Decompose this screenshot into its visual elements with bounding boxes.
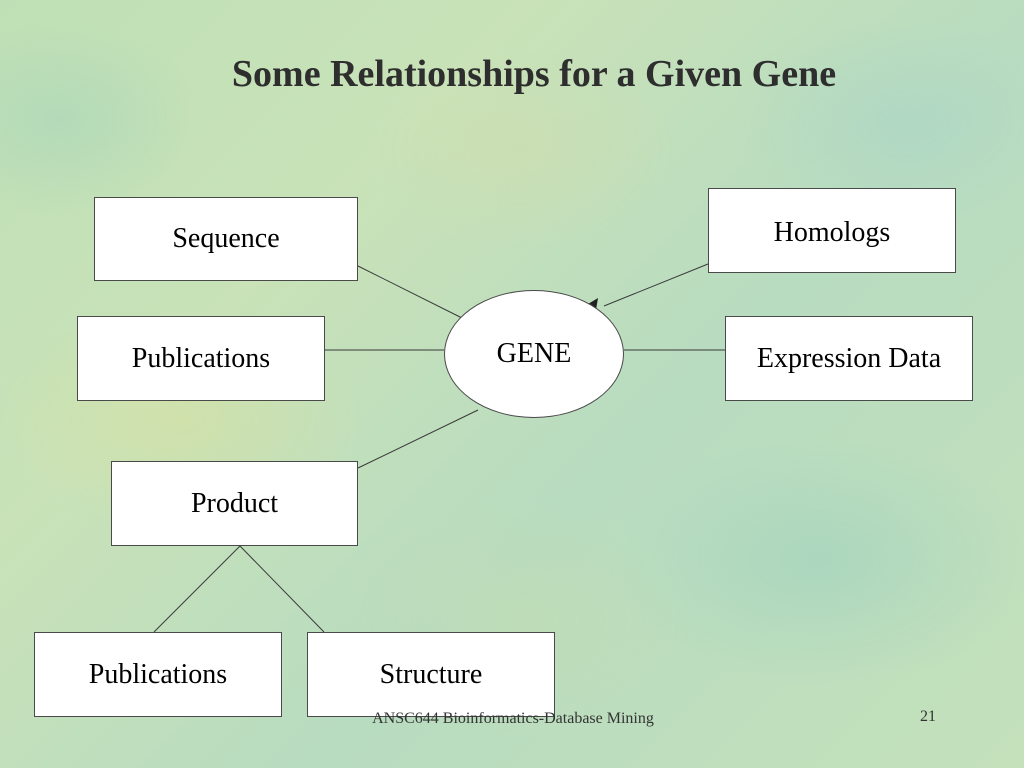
node-publications-bottom-label: Publications (88, 658, 228, 690)
node-sequence: Sequence (94, 197, 358, 281)
node-expression-data: Expression Data (725, 316, 973, 401)
edge-product-publications (153, 545, 241, 633)
edge-product-structure (239, 545, 325, 633)
edge-sequence-gene (357, 265, 463, 319)
node-homologs: Homologs (708, 188, 956, 273)
edge-homologs-gene (603, 263, 709, 307)
node-structure-label: Structure (379, 658, 483, 690)
footer-course-title: ANSC644 Bioinformatics-Database Mining (372, 710, 654, 727)
node-sequence-label: Sequence (172, 223, 280, 254)
node-gene-label: GENE (496, 338, 572, 369)
node-publications-bottom: Publications (34, 632, 282, 717)
slide-title: Some Relationships for a Given Gene (231, 53, 837, 95)
node-publications-left: Publications (77, 316, 325, 401)
node-product-label: Product (190, 487, 279, 519)
node-homologs-label: Homologs (773, 217, 891, 248)
edge-product-gene (357, 409, 479, 469)
node-product: Product (111, 461, 358, 546)
node-expression-data-label: Expression Data (756, 342, 942, 374)
slide-number: 21 (920, 708, 936, 725)
node-structure: Structure (307, 632, 555, 717)
node-publications-left-label: Publications (131, 342, 271, 374)
node-gene: GENE (444, 290, 624, 418)
